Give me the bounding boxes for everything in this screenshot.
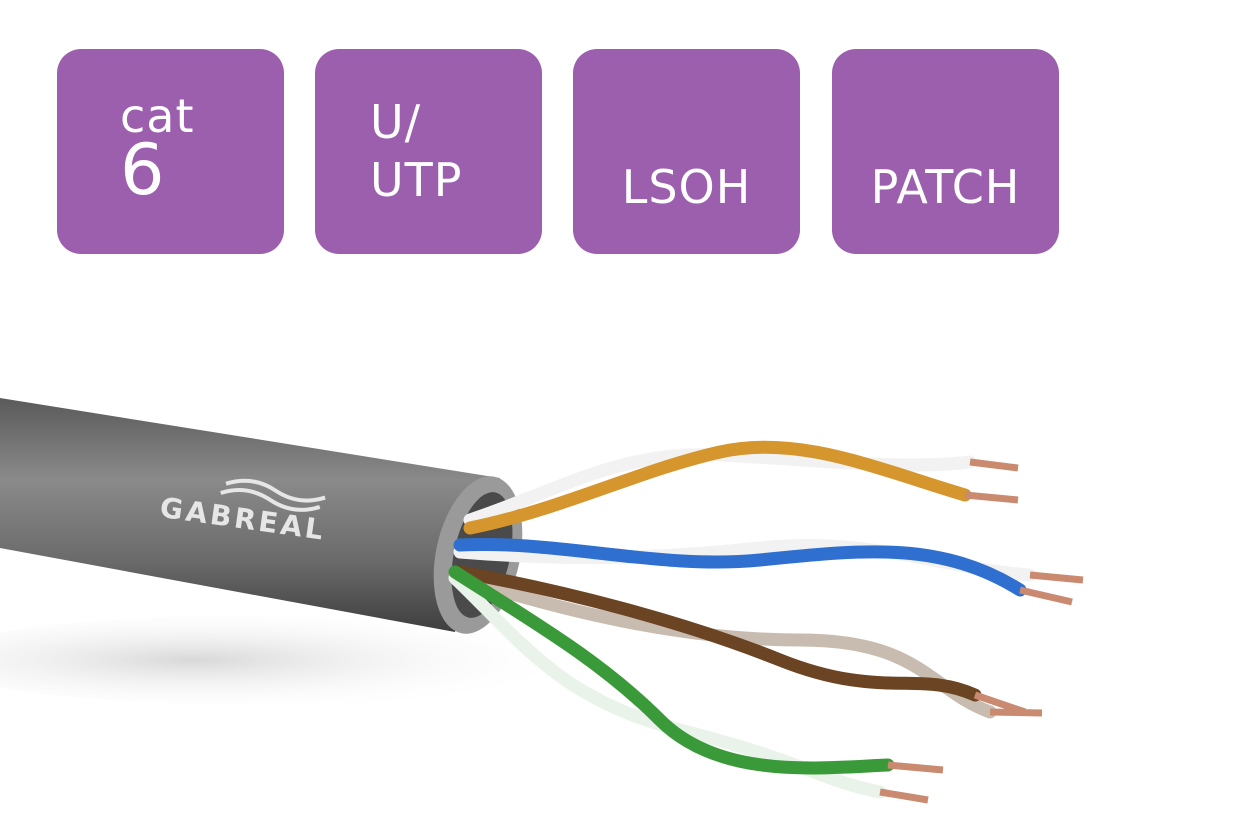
wave-icon <box>225 478 326 503</box>
copper-conductor <box>1029 571 1084 584</box>
wire-pair-brown <box>453 565 1043 719</box>
badge-jacket: LSOH <box>573 49 800 254</box>
copper-conductor <box>969 458 1019 472</box>
badge-category-line1: cat <box>120 88 195 143</box>
cable-jacket <box>0 398 500 632</box>
cable-illustration: GABREAL <box>0 398 1084 804</box>
wire-pair-orange <box>463 440 1019 535</box>
wire-pair-blue <box>453 537 1084 606</box>
copper-conductor <box>964 491 1019 504</box>
copper-conductor <box>887 761 944 774</box>
badge-jacket-label: LSOH <box>621 160 752 214</box>
copper-conductor <box>1019 586 1073 606</box>
badge-type: PATCH <box>832 49 1059 254</box>
badge-type-label: PATCH <box>870 160 1021 214</box>
badge-shielding-line1: U/ <box>370 95 422 149</box>
wave-icon <box>220 488 321 512</box>
cable-shadow <box>0 615 590 705</box>
wire-pair-green <box>448 565 944 804</box>
badge-category-line2: 6 <box>120 128 166 211</box>
badge-category: cat 6 <box>57 49 284 254</box>
copper-conductor <box>973 691 1027 716</box>
copper-conductor <box>879 788 929 804</box>
badge-shielding-line2: UTP <box>370 152 463 207</box>
badge-shielding: U/ UTP <box>315 49 542 254</box>
